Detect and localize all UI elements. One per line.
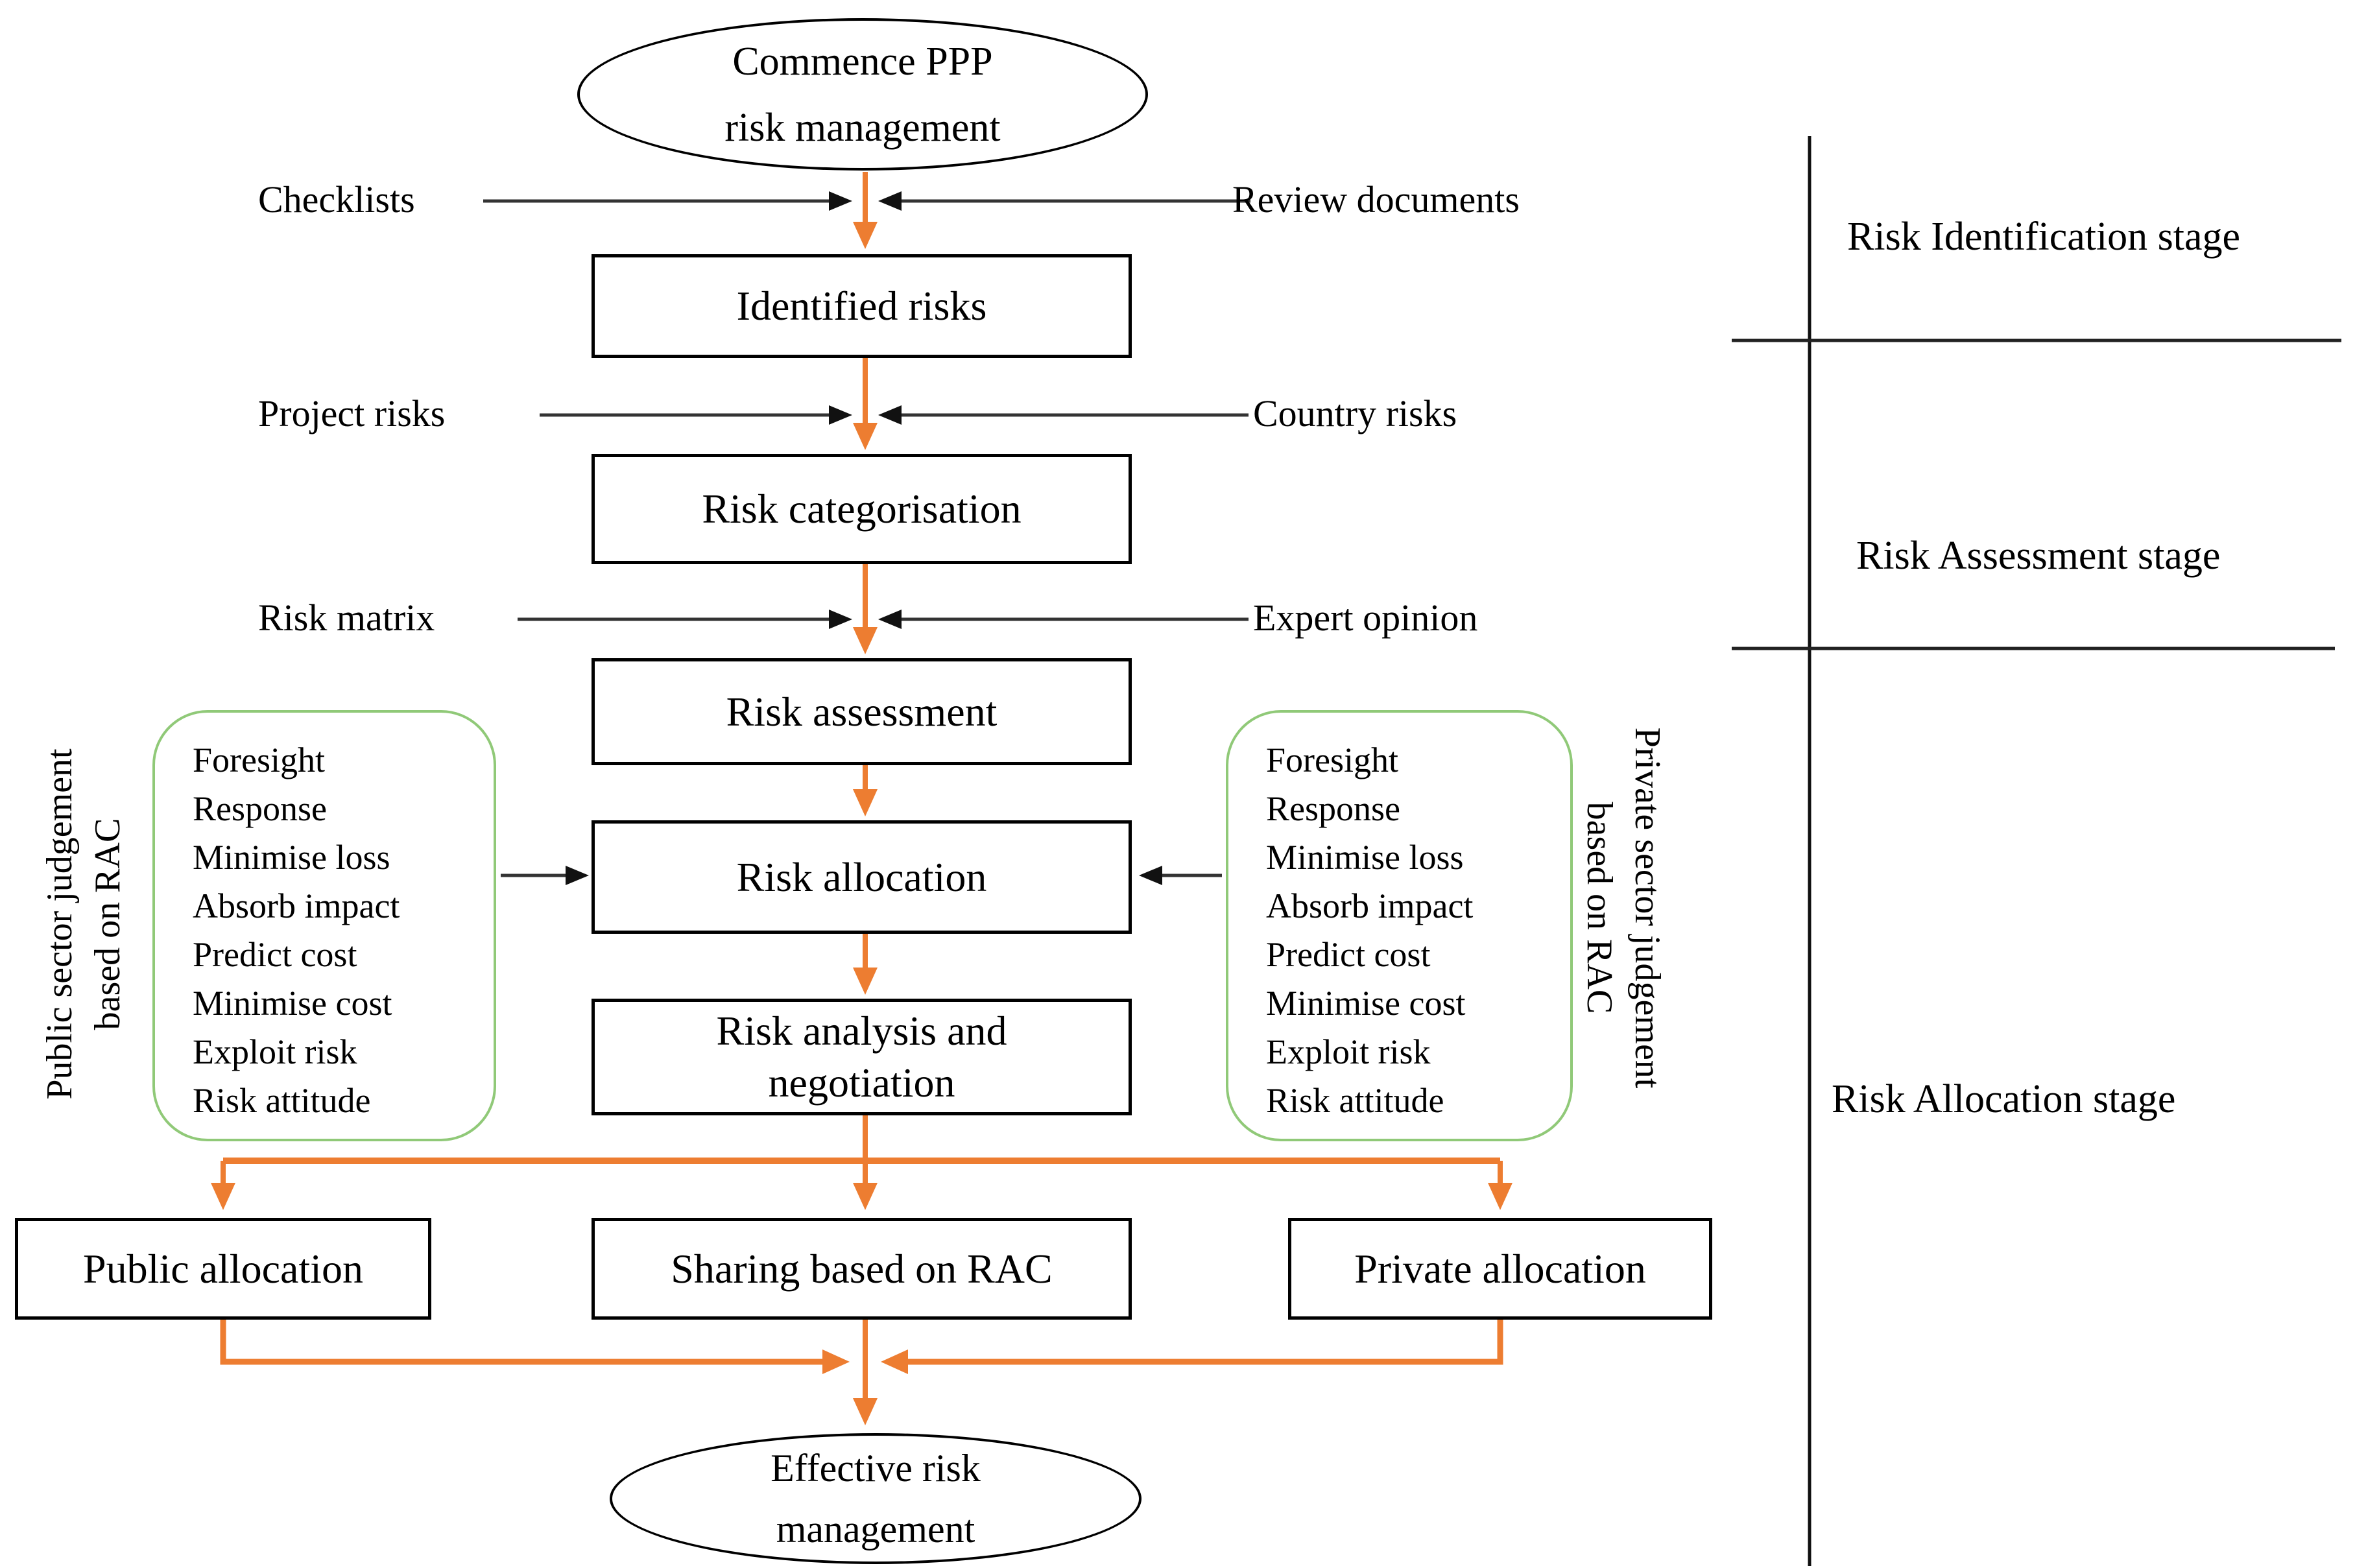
start-terminal: Commence PPP risk management xyxy=(577,18,1148,171)
process-risk-assessment: Risk assessment xyxy=(592,658,1132,765)
factor-item: Exploit risk xyxy=(193,1032,357,1071)
input-label-country-risks: Country risks xyxy=(1253,392,1457,434)
private-sector-judgement-line1: Private sector judgement xyxy=(1627,727,1668,1089)
public-sector-judgement-line2: based on RAC xyxy=(88,818,128,1030)
private-sector-judgement-line2: based on RAC xyxy=(1579,802,1620,1014)
private-sector-judgement-caption: Private sector judgement based on RAC xyxy=(1574,629,1671,1187)
public-judgement-factors-box: Foresight Response Minimise loss Absorb … xyxy=(152,710,496,1141)
factor-item: Absorb impact xyxy=(193,886,400,925)
start-terminal-line1: Commence PPP xyxy=(732,39,993,84)
end-terminal-line1: Effective risk xyxy=(771,1447,981,1490)
factor-item: Minimise cost xyxy=(1266,984,1466,1023)
input-label-expert-opinion: Expert opinion xyxy=(1253,597,1478,639)
private-judgement-factors-box: Foresight Response Minimise loss Absorb … xyxy=(1226,710,1573,1141)
outcome-private-allocation: Private allocation xyxy=(1288,1218,1712,1320)
stage-label-assessment: Risk Assessment stage xyxy=(1856,534,2221,578)
factor-item: Response xyxy=(193,789,327,828)
end-terminal-line2: management xyxy=(776,1508,975,1550)
process-risk-analysis-line1: Risk analysis and xyxy=(716,1008,1007,1054)
process-risk-analysis-negotiation: Risk analysis and negotiation xyxy=(592,999,1132,1115)
factor-item: Absorb impact xyxy=(1266,886,1474,925)
factor-item: Foresight xyxy=(1266,741,1399,779)
process-identified-risks: Identified risks xyxy=(592,254,1132,358)
factor-item: Minimise loss xyxy=(1266,838,1464,877)
input-label-checklists: Checklists xyxy=(258,178,415,220)
outcome-sharing-based-on-rac: Sharing based on RAC xyxy=(592,1218,1132,1320)
public-sector-judgement-line1: Public sector judgement xyxy=(40,748,80,1100)
factor-item: Response xyxy=(1266,789,1400,828)
public-sector-judgement-caption: Public sector judgement based on RAC xyxy=(36,645,133,1203)
factor-item: Minimise cost xyxy=(193,984,392,1023)
input-label-review-documents: Review documents xyxy=(1232,178,1520,220)
input-label-risk-matrix: Risk matrix xyxy=(258,597,435,639)
process-risk-analysis-line2: negotiation xyxy=(768,1060,955,1106)
input-label-project-risks: Project risks xyxy=(258,392,446,434)
factor-item: Exploit risk xyxy=(1266,1032,1431,1071)
process-risk-categorisation: Risk categorisation xyxy=(592,454,1132,564)
stage-label-allocation: Risk Allocation stage xyxy=(1832,1077,2176,1121)
factor-item: Predict cost xyxy=(1266,935,1431,974)
factor-item: Predict cost xyxy=(193,935,357,974)
merge-from-public xyxy=(220,1320,850,1374)
stage-label-identification: Risk Identification stage xyxy=(1847,215,2241,259)
start-terminal-line2: risk management xyxy=(724,105,1001,150)
merge-from-private xyxy=(881,1320,1503,1374)
factor-item: Risk attitude xyxy=(193,1081,371,1120)
end-terminal: Effective risk management xyxy=(610,1433,1142,1564)
factor-item: Risk attitude xyxy=(1266,1081,1444,1120)
outcome-public-allocation: Public allocation xyxy=(15,1218,431,1320)
process-risk-allocation: Risk allocation xyxy=(592,820,1132,934)
factor-item: Foresight xyxy=(193,741,326,779)
factor-item: Minimise loss xyxy=(193,838,390,877)
